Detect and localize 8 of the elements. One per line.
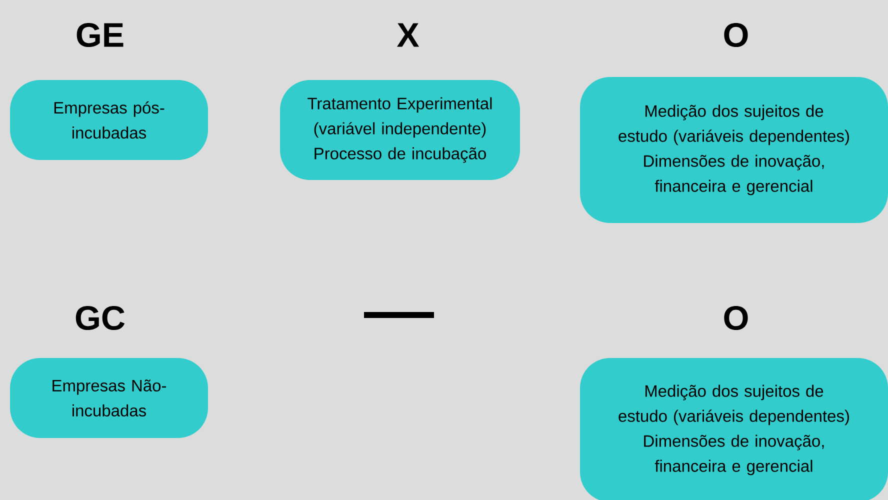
group-heading: X <box>396 23 420 47</box>
group-heading: GE <box>76 22 124 48</box>
rounded-box: Empresas Não-incubadas <box>10 358 208 438</box>
rounded-box: Medição dos sujeitos de estudo (variáveis dependentes) Dimensões de inovação, financeira e gerencial <box>580 77 888 223</box>
group-heading: O <box>724 306 748 330</box>
rounded-box: Medição dos sujeitos de estudo (variáveis dependentes) Dimensões de inovação, financeira e gerencial <box>580 358 888 500</box>
rounded-box: Tratamento Experimental (variável independente) Processo de incubação <box>280 80 520 180</box>
rounded-box: Empresas pós-incubadas <box>10 80 208 160</box>
